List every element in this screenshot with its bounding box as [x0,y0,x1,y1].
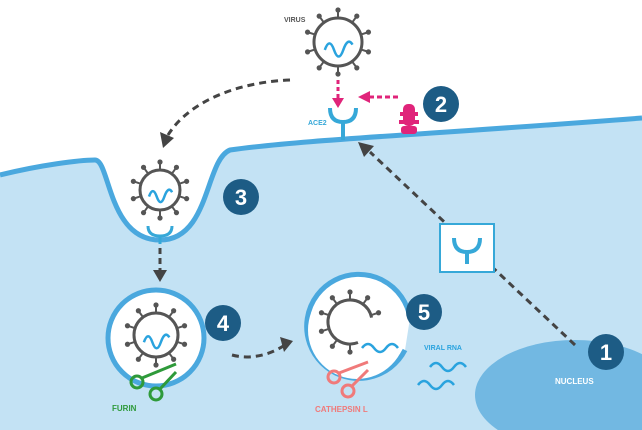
virus-spike-tip [335,71,341,77]
step-badge-2: 2 [423,86,459,122]
virus-spike-tip [329,343,335,349]
furin-label: FURIN [112,404,137,413]
binding-arrowhead [332,98,344,108]
virus-spike-tip [318,328,325,334]
virus-spike-tip [365,29,372,35]
cell-membrane [0,115,642,243]
arrowhead-endocytosis [160,132,174,148]
inhibitor-arrowhead [358,91,370,103]
step-badge-5: 5 [406,294,442,330]
ace2-receptor [328,107,358,140]
virus-spike-tip [365,49,372,55]
virus-step5 [318,289,382,355]
virus-envelope [132,311,180,359]
arrow-virus-to-endocytosis [166,78,291,136]
nucleus-label: NUCLEUS [555,377,594,386]
arrow-4-to-5 [231,343,286,359]
virus-spike-tip [316,13,322,19]
cathepsin-scissors-icon [326,360,370,399]
virus-step3 [130,159,190,221]
virus-spike-tip [304,29,311,35]
viral-rna-strand-3 [417,379,455,391]
virus-spike-tip [316,65,322,71]
virus-spike-tip [171,356,177,362]
virus-spike-tip [157,159,163,165]
ace2-receptor-endosome [146,225,174,244]
furin-scissors-icon [129,362,178,402]
viral-rna-strand-2 [429,361,467,373]
virus-top [304,7,372,77]
virus-spike-tip [181,323,188,329]
viral-rna-strand-1 [361,342,399,354]
virus-spike-tip [354,65,360,71]
viral-rna-inside [142,333,171,350]
viral-rna-inside [147,188,174,204]
virus-spike-tip [153,362,159,368]
svg-text:3: 3 [235,185,247,210]
virus-spike-tip [171,308,177,314]
svg-text:1: 1 [600,340,612,365]
virus-step4 [124,302,188,368]
virus-spike-tip [304,49,311,55]
virus-spike-tip [347,289,353,295]
inhibitor-icon [399,104,419,134]
step-badge-1: 1 [588,334,624,370]
virus-spike-tip [124,341,131,347]
virus-envelope [326,298,374,346]
svg-text:4: 4 [217,311,230,336]
virus-spike-tip [354,13,360,19]
svg-text:2: 2 [435,92,447,117]
virus-spike-tip [181,341,188,347]
virus-spike-tip [347,349,353,355]
arrowhead-membrane [358,142,374,157]
virus-label: VIRUS [284,17,306,24]
ace2-receptor-icon [439,223,495,273]
virus-spike-tip [130,178,136,184]
virus-spike-tip [153,302,159,308]
virus-spike-tip [375,310,382,316]
arrow-nucleus-to-membrane [368,150,577,347]
virus-envelope [312,16,364,68]
virus-spike-tip [135,356,141,362]
virus-spike-tip [329,295,335,301]
virus-spike-tip [140,210,147,216]
arrowhead-4 [153,270,167,282]
virus-spike-tip [124,323,131,329]
virus-spike-tip [335,7,341,13]
virus-spike-tip [135,308,141,314]
virus-spike-tip [184,178,190,184]
viral-rna-label: VIRAL RNA [424,345,462,352]
virus-envelope [138,168,182,212]
virus-spike-tip [130,196,136,202]
arrowhead-5 [280,337,293,352]
virus-spike-tip [365,295,371,301]
step-badge-4: 4 [205,305,241,341]
ace2-label: ACE2 [308,120,327,127]
virus-spike-tip [184,196,190,202]
cathepsin-label: CATHEPSIN L [315,405,368,414]
virus-spike-tip [318,310,325,316]
viral-rna-inside [323,40,354,58]
step-badge-3: 3 [223,179,259,215]
virus-spike-tip [157,215,163,221]
virus-spike-tip [173,210,180,216]
svg-text:5: 5 [418,300,430,325]
virus-spike-tip [173,164,180,170]
virus-spike-tip [140,164,147,170]
